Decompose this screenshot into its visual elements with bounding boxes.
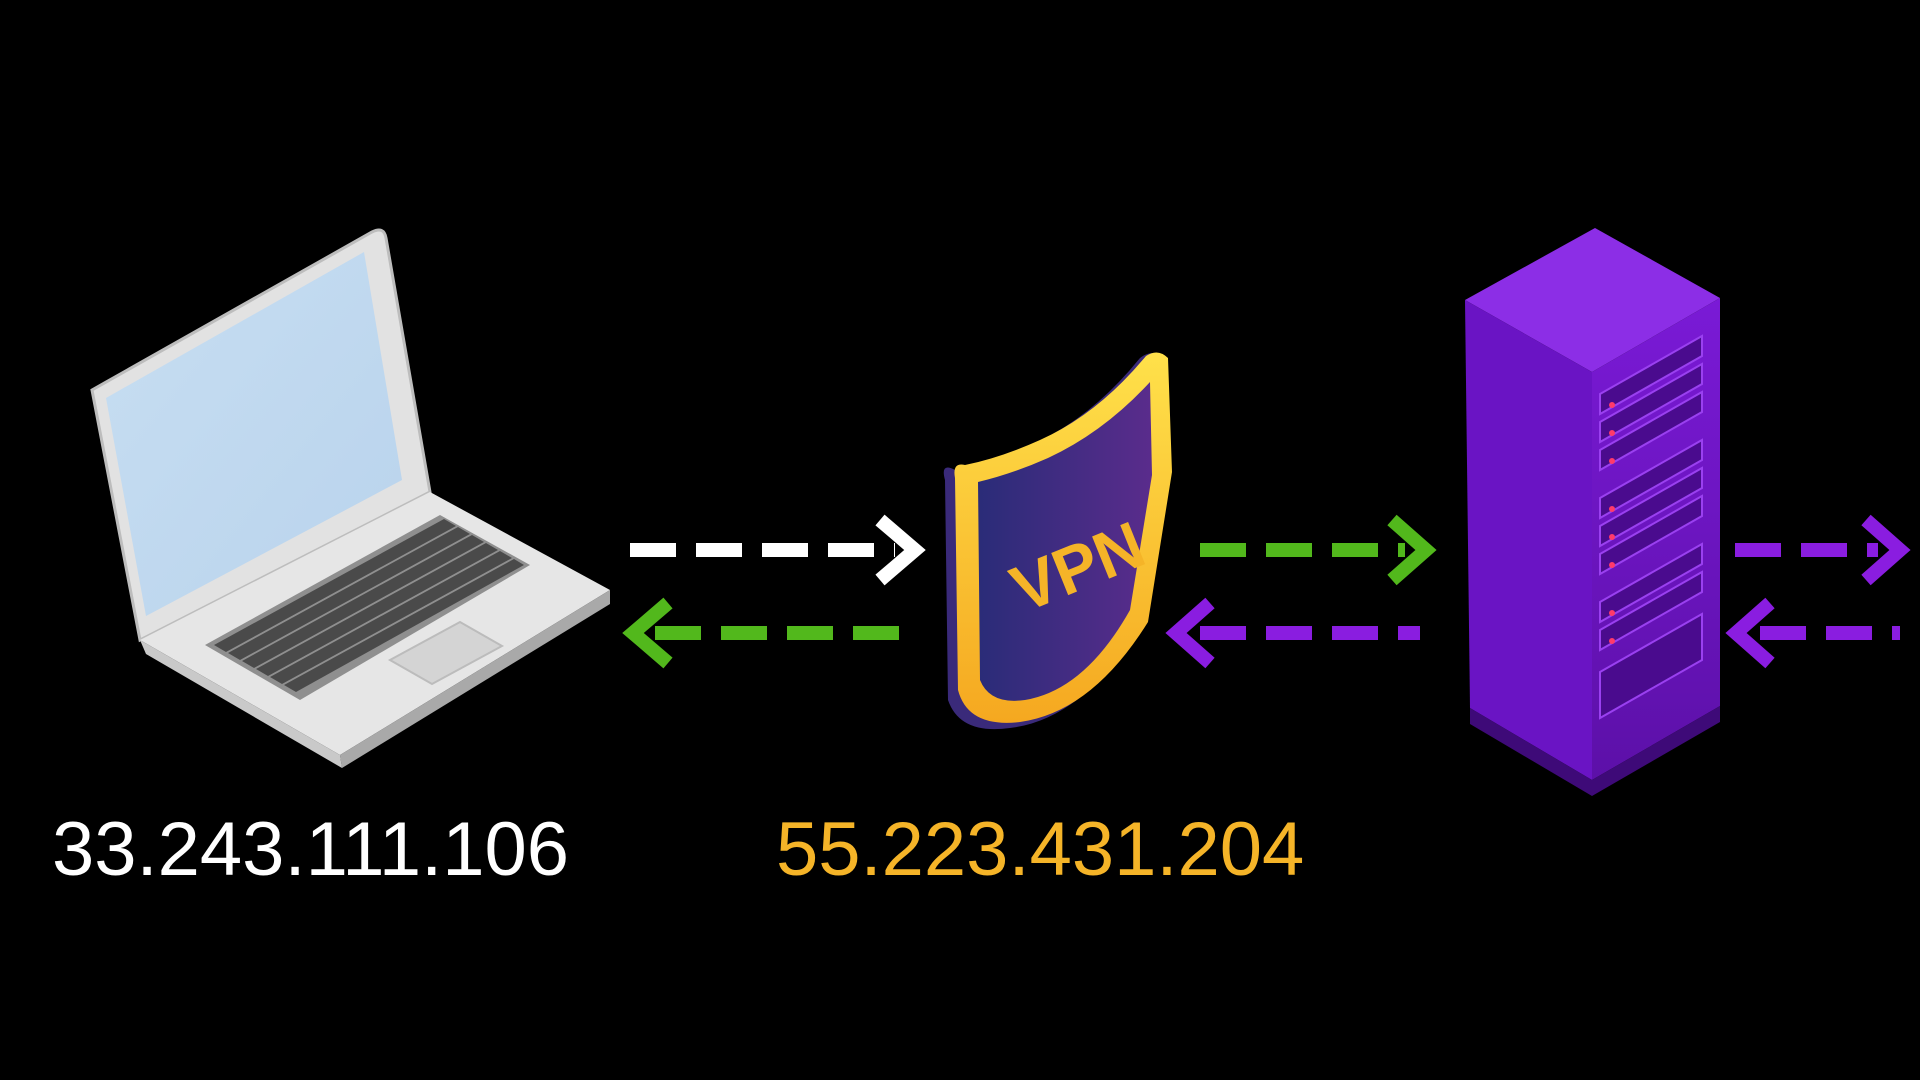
laptop-icon (90, 228, 610, 768)
arrow-vpn-to-server (1200, 514, 1437, 586)
arrow-server-to-internet (1735, 514, 1911, 586)
arrow-server-to-vpn (1165, 597, 1420, 669)
vpn-shield-icon: VPN (943, 352, 1172, 730)
vpn-ip-address: 55.223.431.204 (776, 807, 1305, 892)
client-ip-address: 33.243.111.106 (52, 807, 570, 892)
arrow-internet-to-server (1725, 597, 1900, 669)
server-rack-icon (1465, 228, 1720, 796)
arrow-client-to-vpn (630, 514, 926, 586)
arrow-vpn-to-client (622, 597, 918, 669)
